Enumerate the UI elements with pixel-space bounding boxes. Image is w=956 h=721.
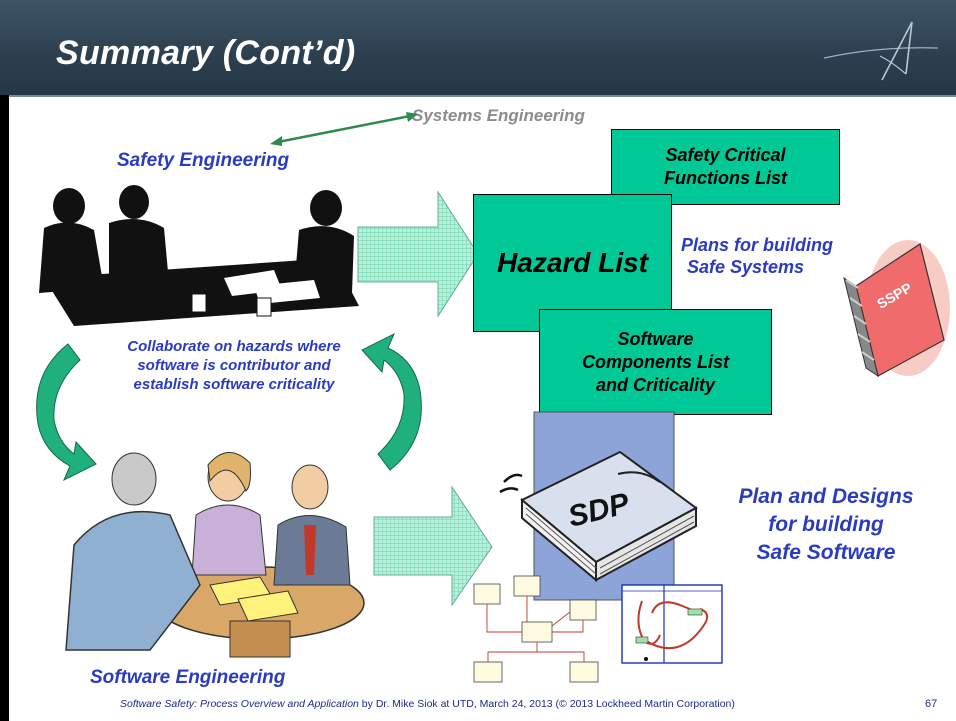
safety-engineering-label: Safety Engineering <box>117 150 290 171</box>
curved-arrow-left-icon <box>36 343 97 482</box>
plans-safe-software-line-3: Safe Software <box>756 541 896 564</box>
slide-title: Summary (Cont’d) <box>56 34 356 72</box>
software-team-meeting-icon <box>65 452 365 658</box>
collaborate-line-2: software is contributor and <box>137 357 331 374</box>
lockheed-star-logo-icon <box>823 21 939 81</box>
plans-safe-systems-label: Plans for building Safe Systems <box>681 234 833 278</box>
collaborate-line-1: Collaborate on hazards where <box>127 338 341 355</box>
plans-safe-software-line-1: Plan and Designs <box>738 485 914 508</box>
sspp-book-icon: SSPP <box>843 240 950 378</box>
components-line-3: and Criticality <box>595 374 716 395</box>
collaborate-line-3: establish software criticality <box>133 376 335 393</box>
footer-details: by Dr. Mike Siok at UTD, March 24, 2013 … <box>358 698 735 710</box>
critical-functions-line-1: Safety Critical <box>665 145 786 165</box>
plans-safe-software-line-2: for building <box>768 513 884 536</box>
software-engineering-label: Software Engineering <box>90 667 286 688</box>
curved-arrow-right-icon <box>361 332 422 471</box>
title-bar: Summary (Cont’d) <box>0 0 956 95</box>
plans-safe-systems-line-1: Plans for building <box>681 235 833 255</box>
systems-engineering-label: Systems Engineering <box>412 106 585 125</box>
plans-safe-systems-line-2: Safe Systems <box>687 257 805 277</box>
critical-functions-line-2: Functions List <box>664 168 787 188</box>
left-border <box>0 95 9 721</box>
footer-title: Software Safety: Process Overview and Ap… <box>120 698 359 710</box>
meeting-people-silhouette-icon <box>39 185 359 326</box>
state-diagram-icon <box>621 584 723 664</box>
components-line-2: Components List <box>582 351 729 372</box>
sdp-document-icon: SDP <box>499 411 698 601</box>
hazard-list-label: Hazard List <box>497 247 648 278</box>
arrow-to-sdp-icon <box>373 485 493 607</box>
plans-safe-software-label: Plan and Designs for building Safe Softw… <box>710 483 942 567</box>
collaborate-note: Collaborate on hazards where software is… <box>94 337 374 394</box>
page-number: 67 <box>925 698 938 710</box>
header-divider <box>0 95 956 97</box>
software-components-list-box: Software Components List and Criticality <box>539 309 772 415</box>
footer-citation: Software Safety: Process Overview and Ap… <box>120 698 735 710</box>
uml-class-diagram-icon <box>473 575 599 683</box>
arrow-to-hazard-list-icon <box>357 190 479 318</box>
double-arrow-icon <box>270 112 418 146</box>
components-line-1: Software <box>617 328 694 349</box>
safety-critical-functions-box: Safety Critical Functions List <box>611 129 840 205</box>
